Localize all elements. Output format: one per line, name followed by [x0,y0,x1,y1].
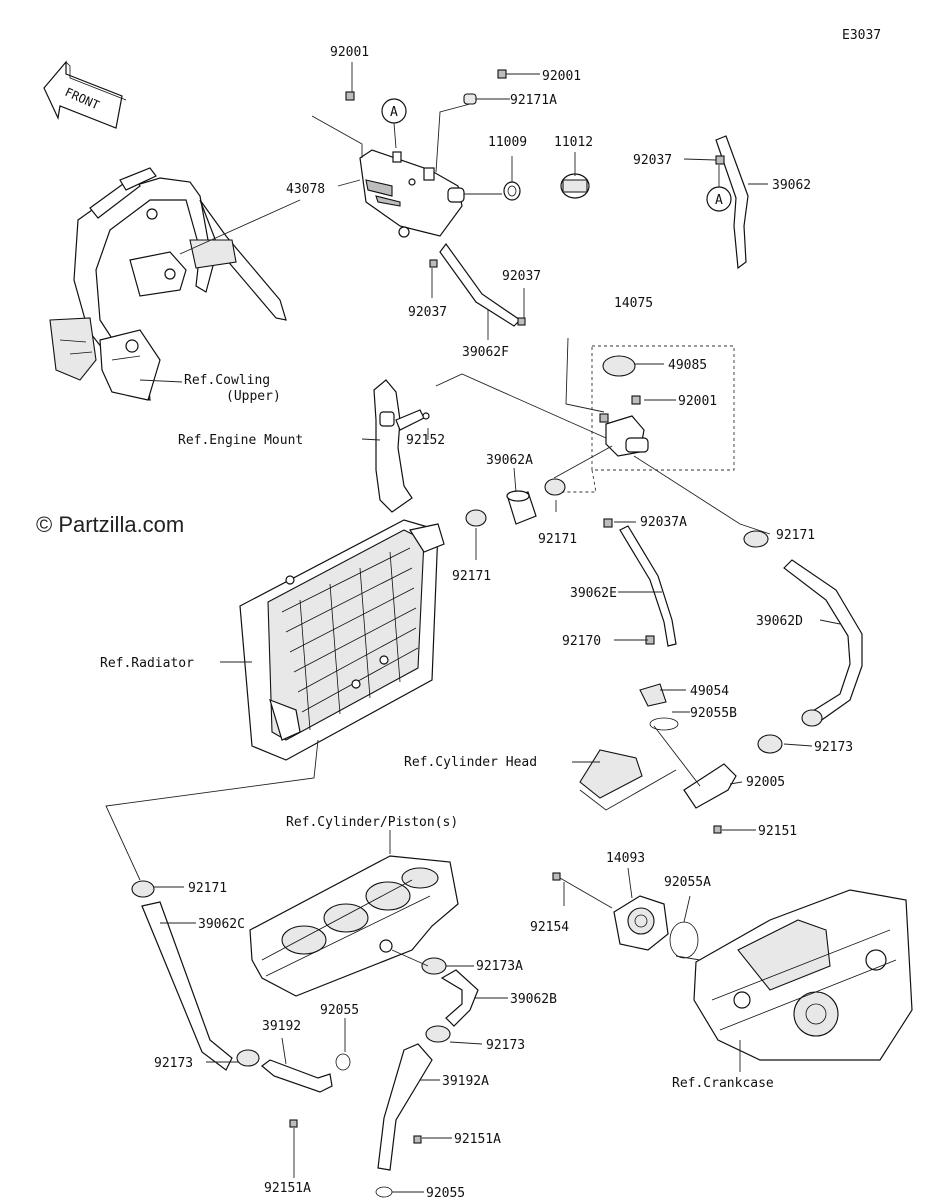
label-39192: 39192 [262,1019,301,1034]
label-92037a: 92037A [640,515,687,530]
label-92037-m: 92037 [408,305,447,320]
label-39062f: 39062F [462,345,509,360]
label-92151: 92151 [758,824,797,839]
part-labels: 92001 92001 92171A 11009 11012 92037 390… [100,45,853,1200]
thermostat-housing-drawing [560,345,735,493]
svg-text:A: A [390,105,398,120]
label-ref-engine-mount: Ref.Engine Mount [178,433,303,448]
label-92151a-a: 92151A [454,1132,501,1147]
label-92001-top: 92001 [330,45,369,60]
label-49085: 49085 [668,358,707,373]
label-ref-crankcase: Ref.Crankcase [672,1076,774,1091]
label-39062b: 39062B [510,992,557,1007]
label-43078: 43078 [286,182,325,197]
label-92173a: 92173A [476,959,523,974]
diagram-code: E3037 [842,28,882,43]
label-92171-a: 92171 [452,569,491,584]
label-92005: 92005 [746,775,785,790]
hose-39062f-drawing [429,242,526,327]
pipe-39192a-drawing [375,1043,433,1198]
watermark: © Partzilla.com [36,512,185,537]
label-11009: 11009 [488,135,527,150]
label-92055a: 92055A [664,875,711,890]
label-92154: 92154 [530,920,569,935]
water-pump-drawing [552,872,699,959]
label-92171a: 92171A [510,93,557,108]
engine-mount-drawing [373,379,430,513]
label-49054: 49054 [690,684,729,699]
radiator-drawing [239,519,445,761]
pipe-39192-drawing [261,1053,351,1128]
label-39192a: 39192A [442,1074,489,1089]
cylinder-block-drawing [249,855,459,997]
ref-marker-a: A [381,98,407,149]
label-14075: 14075 [614,296,653,311]
label-92152: 92152 [406,433,445,448]
hose-39062d-drawing [743,530,863,754]
hose-39062a-drawing [465,478,566,527]
front-arrow-icon: FRONT [43,60,127,129]
hose-39062c-drawing [131,880,260,1071]
reservoir-tank-drawing [359,149,465,238]
label-39062: 39062 [772,178,811,193]
label-92173-b: 92173 [154,1056,193,1071]
hose-39062e-drawing [603,518,677,647]
label-ref-cylinder-head: Ref.Cylinder Head [404,755,537,770]
label-39062a: 39062A [486,453,533,468]
label-ref-cowling-1: Ref.Cowling [184,373,270,388]
label-92001-c: 92001 [678,394,717,409]
label-92171-c: 92171 [776,528,815,543]
label-11012: 11012 [554,135,593,150]
label-ref-cylinder-piston: Ref.Cylinder/Piston(s) [286,815,458,830]
label-ref-cowling-2: (Upper) [226,389,281,404]
label-92151a-b: 92151A [264,1181,311,1196]
leader-lines [105,62,841,1193]
label-14093: 14093 [606,851,645,866]
label-92171-d: 92171 [188,881,227,896]
hose-39062b-drawing [421,957,479,1043]
label-92173-a: 92173 [814,740,853,755]
label-39062c: 39062C [198,917,245,932]
label-92001-b: 92001 [542,69,581,84]
crankcase-drawing [693,889,913,1061]
label-92055b: 92055B [690,706,737,721]
label-92170: 92170 [562,634,601,649]
label-ref-radiator: Ref.Radiator [100,656,194,671]
label-92171-b: 92171 [538,532,577,547]
label-92037-r: 92037 [633,153,672,168]
label-39062e: 39062E [570,586,617,601]
cowling-bracket-drawing [49,167,287,401]
svg-text:A: A [715,193,723,208]
label-92037-c: 92037 [502,269,541,284]
label-92055-a: 92055 [320,1003,359,1018]
reservoir-cap-drawing [503,173,590,201]
label-39062d: 39062D [756,614,803,629]
label-92055-b: 92055 [426,1186,465,1200]
label-92173-c: 92173 [486,1038,525,1053]
hose-39062-drawing: A [706,135,749,270]
